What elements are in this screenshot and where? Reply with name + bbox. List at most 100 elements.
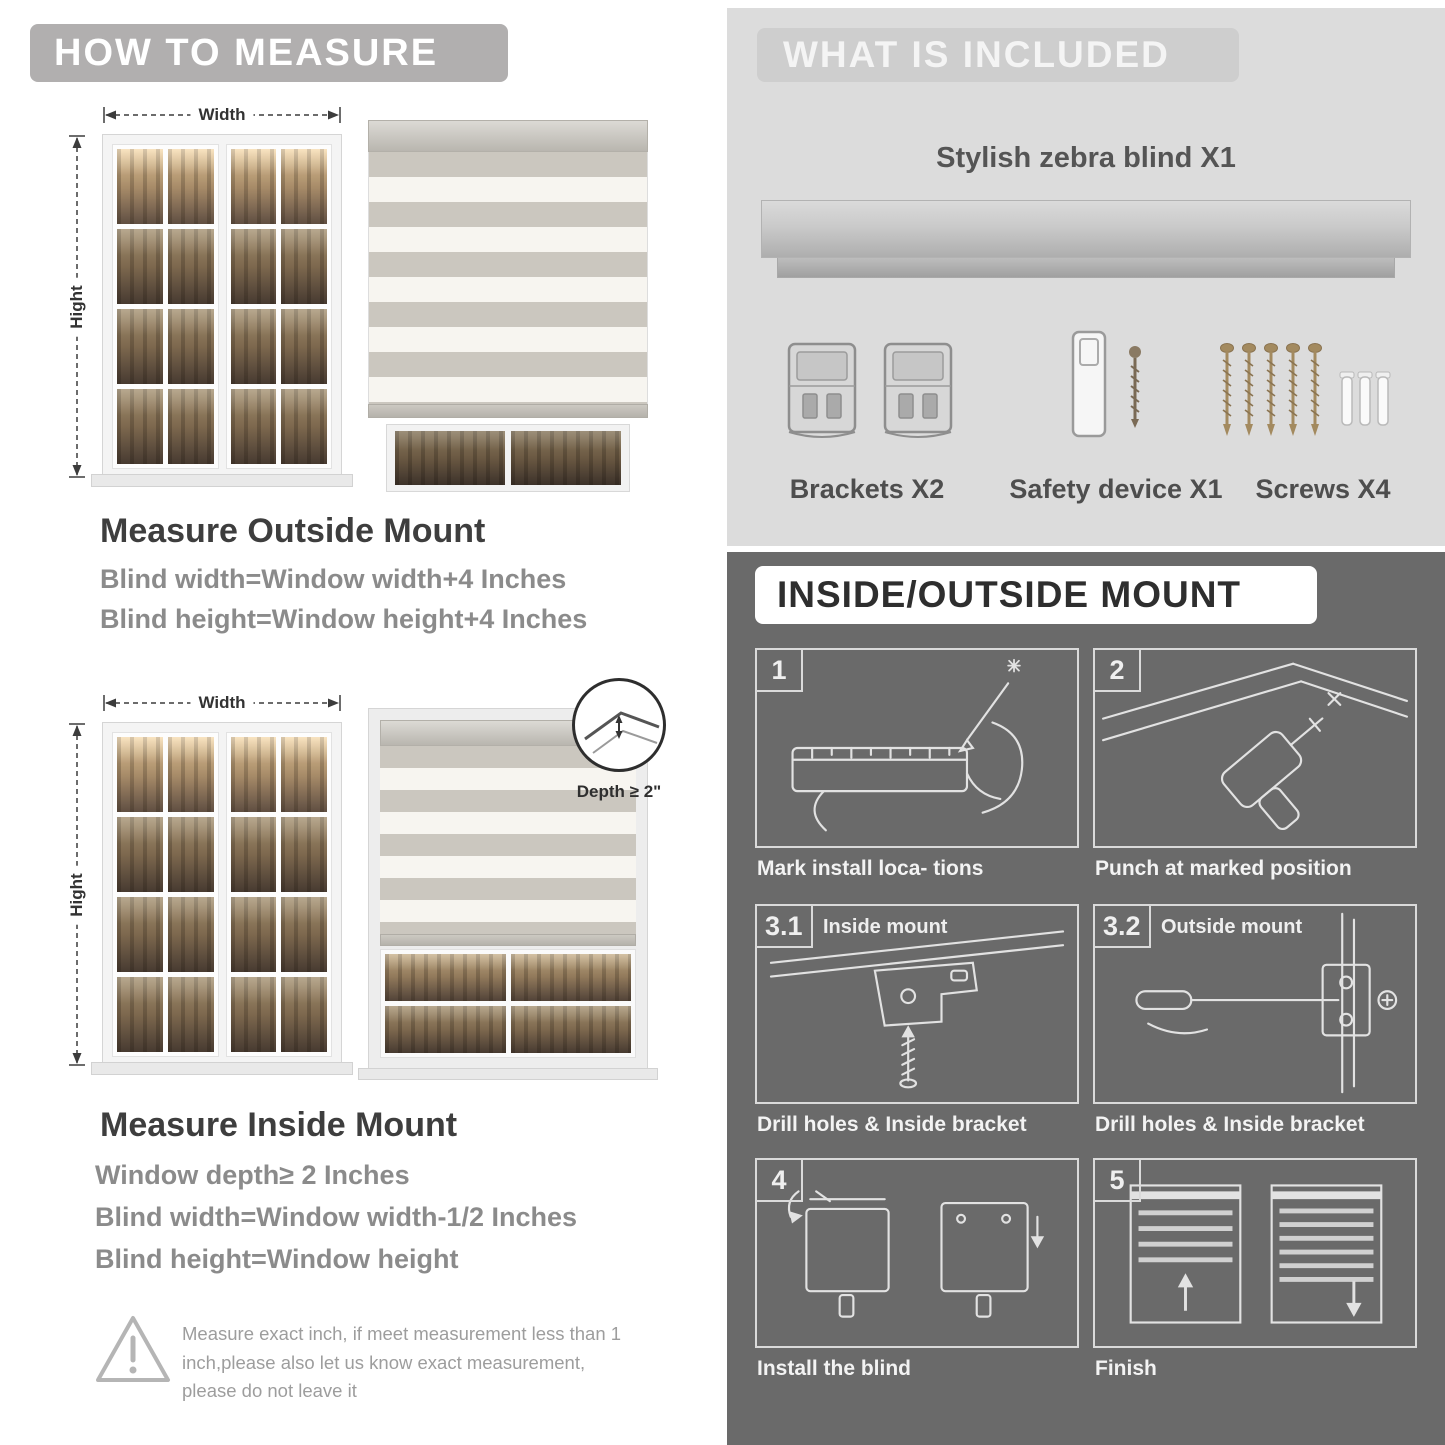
- width-arrow-line: [103, 107, 341, 123]
- window-pane: [230, 149, 277, 224]
- width-label: Width: [190, 693, 254, 713]
- step-number: 4: [757, 1160, 803, 1202]
- window-pane: [117, 897, 163, 972]
- window-pane: [167, 309, 214, 384]
- step-number: 2: [1095, 650, 1141, 692]
- window-pane: [230, 229, 277, 304]
- width-label: Width: [190, 105, 254, 125]
- window-sill: [358, 1068, 658, 1080]
- window-pane: [230, 977, 277, 1052]
- warning-icon: [96, 1316, 170, 1382]
- step-5: 5: [1093, 1158, 1417, 1381]
- step-2-panel: 2: [1093, 648, 1417, 848]
- window-pane: [281, 977, 327, 1052]
- outside-height-formula: Blind height=Window height+4 Inches: [100, 604, 588, 634]
- window-pane: [167, 817, 214, 892]
- step-3-2: 3.2 Outside mount Drill holes & In: [1093, 904, 1417, 1137]
- window-pane: [117, 229, 163, 304]
- width-measure-arrow: Width: [102, 693, 342, 713]
- inside-width-formula: Blind width=Window width-1/2 Inches: [95, 1202, 578, 1232]
- window-pane: [281, 309, 327, 384]
- window-pane: [281, 737, 327, 812]
- window-pane: [167, 229, 214, 304]
- window-pane: [511, 431, 621, 485]
- window-sash: [225, 144, 332, 469]
- step-3-1: 3.1 Inside mount Drill holes & Ins: [755, 904, 1079, 1137]
- window-pane: [510, 1006, 631, 1053]
- window-sill: [91, 474, 353, 487]
- step-4: 4 Install the bli: [755, 1158, 1079, 1381]
- step-3-1-illustration: [769, 930, 1065, 1089]
- warning-text: Measure exact inch, if meet measurement …: [182, 1323, 622, 1402]
- window-pane: [281, 389, 327, 464]
- step-3-1-panel: 3.1 Inside mount: [755, 904, 1079, 1104]
- depth-callout-label: Depth ≥ 2": [576, 782, 662, 801]
- window-sash: [112, 732, 219, 1057]
- step-1-panel: 1: [755, 648, 1079, 848]
- mount-header: INSIDE/OUTSIDE MOUNT: [755, 566, 1317, 624]
- zebra-fabric: [368, 152, 648, 404]
- step-number: 3.1: [757, 906, 813, 948]
- window-pane: [117, 977, 163, 1052]
- step-number: 1: [757, 650, 803, 692]
- brackets-label: Brackets X2: [789, 474, 945, 504]
- window-pane: [510, 954, 631, 1001]
- window-frame: [368, 708, 648, 1070]
- window-sash: [112, 144, 219, 469]
- step-2: 2 Punch at marked pos: [1093, 648, 1417, 881]
- inside-mount-blind-illustration: [358, 708, 658, 1080]
- step-3-2-illustration: [1135, 912, 1398, 1094]
- window-illustration: [91, 722, 353, 1075]
- window-pane: [230, 897, 277, 972]
- window-illustration: [91, 134, 353, 487]
- window-below-blind: [386, 424, 630, 492]
- depth-corner-zoom: [584, 711, 660, 754]
- width-measure-arrow: Width: [102, 105, 342, 125]
- screws-label: Screws X4: [1255, 474, 1391, 504]
- step-5-panel: 5: [1093, 1158, 1417, 1348]
- inside-height-formula: Blind height=Window height: [95, 1244, 459, 1274]
- window-pane: [117, 149, 163, 224]
- height-measure-arrow: Hight: [67, 134, 87, 479]
- brackets-icon: [787, 342, 953, 439]
- blind-bottom-bar: [380, 934, 636, 946]
- step-caption: Punch at marked position: [1095, 857, 1352, 880]
- window-pane: [167, 897, 214, 972]
- step-caption: Drill holes & Inside bracket: [1095, 1113, 1365, 1136]
- rail-top: [761, 200, 1411, 258]
- window-below-blind: [380, 949, 636, 1058]
- step-1: 1: [755, 648, 1079, 881]
- step-5-illustration: [1129, 1184, 1383, 1324]
- what-is-included-header: WHAT IS INCLUDED: [757, 28, 1239, 82]
- step-2-illustration: [1102, 662, 1408, 831]
- outside-width-formula: Blind width=Window width+4 Inches: [100, 564, 567, 594]
- window-pane: [117, 817, 163, 892]
- window-sill: [91, 1062, 353, 1075]
- safety-device-icon: [1071, 330, 1141, 438]
- window-pane: [230, 309, 277, 384]
- depth-callout-circle: [572, 678, 666, 772]
- step-caption: Mark install loca- tions: [757, 857, 984, 880]
- outside-mount-title: Measure Outside Mount: [100, 512, 486, 550]
- screws-icon: [1219, 342, 1391, 438]
- how-to-measure-header: HOW TO MEASURE: [30, 24, 508, 82]
- step-caption: Drill holes & Inside bracket: [757, 1113, 1027, 1136]
- height-arrow-line: [69, 723, 85, 1066]
- blind-bottom-bar: [368, 404, 648, 418]
- window-pane: [281, 817, 327, 892]
- window-pane: [167, 149, 214, 224]
- outside-mount-blind-illustration: [368, 120, 648, 492]
- height-label: Hight: [67, 276, 87, 337]
- how-to-measure-section: HOW TO MEASURE Width: [0, 0, 712, 1445]
- inside-mount-title: Measure Inside Mount: [100, 1106, 458, 1144]
- step-title: Inside mount: [823, 916, 948, 938]
- window-pane: [230, 817, 277, 892]
- window-pane: [167, 977, 214, 1052]
- step-number: 3.2: [1095, 906, 1151, 948]
- step-1-illustration: [791, 658, 1024, 832]
- step-4-illustration: [787, 1190, 1045, 1318]
- window-pane: [167, 389, 214, 464]
- mount-instructions-section: INSIDE/OUTSIDE MOUNT 1: [727, 552, 1445, 1445]
- window-pane: [281, 897, 327, 972]
